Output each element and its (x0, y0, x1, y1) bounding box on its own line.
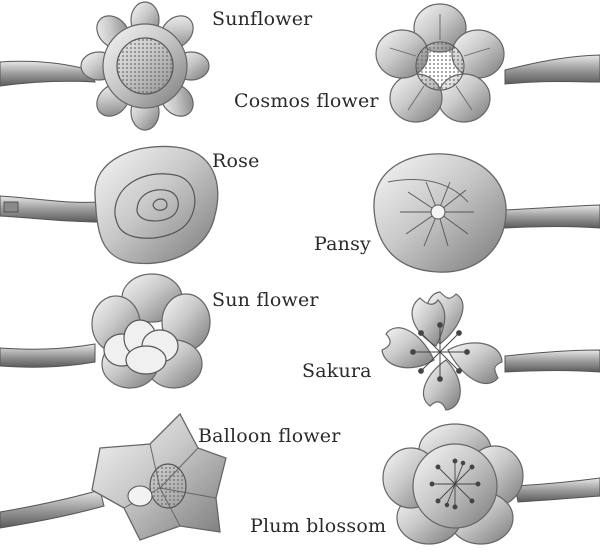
label-cosmos-flower: Cosmos flower (234, 90, 379, 112)
sunflower-spoon (0, 1, 210, 131)
cosmos-spoon (375, 3, 600, 123)
label-plum-blossom: Plum blossom (250, 515, 387, 537)
plum-blossom-spoon (382, 423, 600, 545)
label-rose: Rose (212, 150, 260, 172)
balloon-flower-spoon (0, 412, 227, 541)
label-sunflower: Sunflower (212, 8, 313, 30)
label-sun-flower: Sun flower (212, 289, 319, 311)
rose-spoon (0, 145, 219, 265)
label-pansy: Pansy (314, 233, 371, 255)
sun-flower-spoon (0, 273, 211, 389)
sakura-spoon (381, 291, 600, 411)
label-balloon-flower: Balloon flower (198, 425, 341, 447)
pansy-spoon (373, 153, 600, 273)
label-sakura: Sakura (302, 360, 372, 382)
